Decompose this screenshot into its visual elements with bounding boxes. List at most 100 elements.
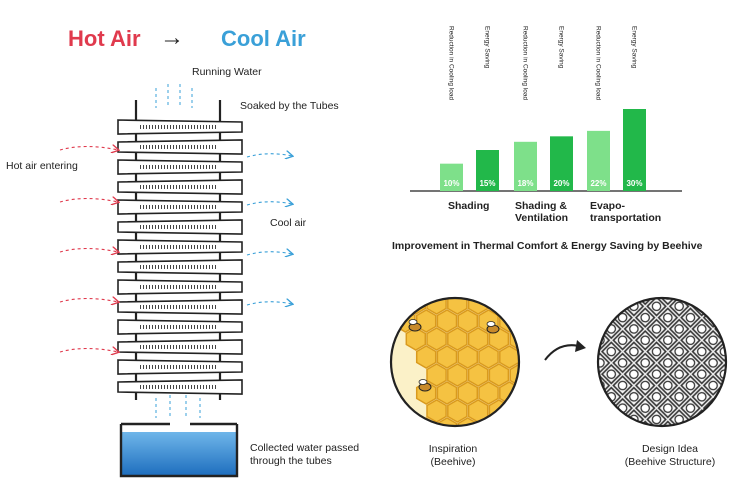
honeycomb-cell (531, 328, 550, 350)
bar (587, 130, 610, 191)
category-label: Shading &Ventilation (515, 200, 569, 224)
honeycomb-cell (457, 381, 479, 405)
honeycomb-cell (509, 399, 519, 423)
honeycomb-cell (488, 399, 510, 423)
bar-value-label: 15% (479, 179, 495, 188)
design-idea-caption-line-1: Design Idea (641, 443, 699, 455)
honeycomb-cell (447, 298, 468, 315)
hot-air-arrows (59, 147, 118, 353)
honeycomb-cell (437, 295, 456, 296)
honeycomb-cell (426, 399, 447, 423)
honeycomb-cell (531, 400, 550, 422)
bar-value-label: 10% (443, 179, 459, 188)
honeycomb-cell (478, 345, 499, 369)
design-idea-caption: Design Idea (Beehive Structure) (610, 443, 730, 469)
honeycomb-cell (447, 399, 468, 423)
honeycomb-cell (521, 310, 540, 332)
honeycomb-cell (509, 298, 519, 315)
inspiration-caption-line-2: (Beehive) (430, 456, 476, 468)
honeycomb-cell (479, 295, 498, 296)
tube (117, 279, 243, 295)
honeycomb-cell (499, 381, 519, 405)
honeycomb-cell (499, 417, 519, 426)
bar (550, 136, 573, 191)
tube (117, 159, 243, 175)
honeycomb-cell (467, 327, 489, 351)
honeycomb-cell (531, 364, 550, 386)
tube (117, 359, 243, 375)
bar (623, 109, 646, 191)
honeycomb-cell (500, 295, 519, 296)
cool-air-label: Cool air (270, 217, 307, 229)
collected-water-label-1: Collected water passed (250, 442, 360, 454)
honeycomb-cell (541, 418, 560, 435)
bee-icon (408, 319, 500, 392)
honeycomb-cell (417, 295, 436, 296)
tube (117, 339, 243, 355)
honeycomb-cell (541, 295, 560, 296)
tube (117, 139, 243, 155)
honeycomb-cell (447, 327, 468, 351)
series-label: Reduction in Cooling load (447, 26, 455, 101)
honeycomb-cell (531, 295, 550, 314)
honeycomb-cell (426, 298, 447, 315)
running-water-label: Running Water (192, 66, 262, 78)
tubes-group (117, 119, 243, 395)
honeycomb-cell (541, 382, 560, 404)
honeycomb-cell (509, 327, 519, 351)
curved-arrow-icon (544, 340, 586, 361)
cool-air-title: Cool Air (221, 26, 306, 51)
honeycomb-cell (521, 382, 540, 404)
bar-value-label: 30% (626, 179, 642, 188)
tube (117, 239, 243, 255)
bar-chart: 10% 15% 18% 20% 22% 30% (410, 109, 682, 192)
series-label: Energy Saving (557, 26, 565, 69)
tube (117, 379, 243, 395)
honeycomb-cell (447, 363, 468, 387)
tube (117, 179, 243, 195)
bar-value-label: 18% (517, 179, 533, 188)
honeycomb-cell (521, 418, 540, 435)
collected-water-label-2: through the tubes (250, 455, 332, 467)
bar-value-label: 22% (590, 179, 606, 188)
cooling-tower-diagram (59, 84, 380, 478)
series-label: Energy Saving (630, 26, 638, 69)
arrow-right-icon: → (160, 24, 184, 51)
chart-title: Improvement in Thermal Comfort & Energy … (392, 240, 703, 252)
tube (117, 219, 243, 235)
honeycomb-cell (457, 309, 479, 333)
honeycomb-cell (436, 309, 458, 333)
honeycomb-cell (521, 295, 540, 296)
tube (117, 319, 243, 335)
bar-value-label: 20% (553, 179, 569, 188)
honeycomb-cell (499, 345, 519, 369)
inspiration-caption: Inspiration (Beehive) (398, 443, 508, 469)
dripping-water-lines (155, 395, 201, 418)
inspiration-illustration (389, 295, 728, 435)
tube (117, 119, 243, 135)
honeycomb-cell (488, 363, 510, 387)
inspiration-caption-line-1: Inspiration (428, 443, 478, 455)
honeycomb-cell (509, 363, 519, 387)
honeycomb-cell (436, 417, 458, 426)
honeycomb-cell (415, 345, 437, 369)
design-idea-caption-line-2: (Beehive Structure) (624, 456, 716, 468)
honeycomb-cell (458, 295, 477, 296)
tube (117, 259, 243, 275)
honeycomb-cell (396, 295, 415, 296)
category-label: Shading (448, 200, 490, 212)
honeycomb-cell (457, 345, 479, 369)
category-label: Evapo-transportation (590, 200, 662, 224)
bar (476, 150, 499, 191)
beehive-image (389, 295, 560, 435)
series-label: Reduction in Cooling load (594, 26, 602, 101)
tube (117, 299, 243, 315)
honeycomb-cell (426, 327, 447, 351)
honeycomb-cell (426, 363, 447, 387)
hot-air-entering-label: Hot air entering (6, 160, 78, 172)
bar (440, 163, 463, 191)
series-label: Energy Saving (483, 26, 491, 69)
soaked-label: Soaked by the Tubes (240, 100, 339, 112)
honeycomb-cell (521, 346, 540, 368)
beehive-structure-image (596, 296, 728, 428)
